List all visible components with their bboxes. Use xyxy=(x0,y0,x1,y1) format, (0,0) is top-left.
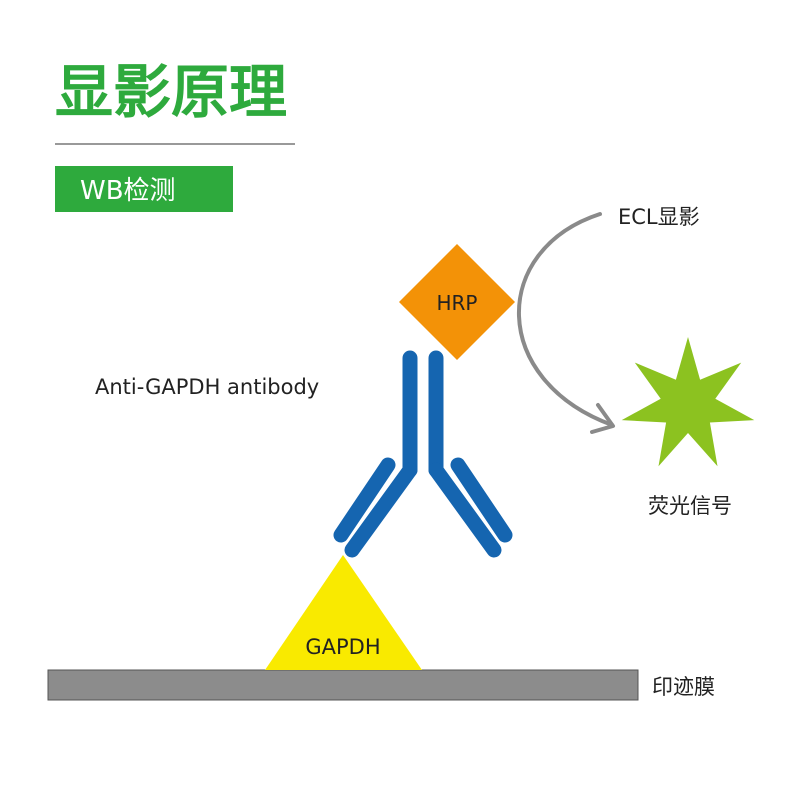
hrp-label: HRP xyxy=(437,291,478,315)
antibody-lower-arm-left xyxy=(344,462,418,558)
membrane-bar xyxy=(47,669,639,701)
antibody-light-chain-left xyxy=(333,457,396,543)
antigen-label: GAPDH xyxy=(305,635,380,659)
antibody xyxy=(333,350,513,558)
antigen-triangle xyxy=(265,555,422,670)
membrane-label: 印迹膜 xyxy=(652,675,715,699)
arrow-curve xyxy=(517,212,614,427)
section-badge xyxy=(55,166,233,212)
antibody-lower-arm-right xyxy=(428,462,502,558)
hrp-diamond xyxy=(399,244,515,360)
page-title: 显影原理 xyxy=(55,58,287,126)
reagent-label: ECL显影 xyxy=(618,205,700,229)
section-label: WB检测 xyxy=(80,176,176,206)
signal-label: 荧光信号 xyxy=(648,494,732,518)
signal-star-icon xyxy=(621,337,755,467)
curved-arrow-icon xyxy=(517,212,615,434)
arrow-head xyxy=(590,403,615,434)
antibody-label: Anti-GAPDH antibody xyxy=(95,375,319,399)
antibody-light-chain-right xyxy=(450,457,513,543)
